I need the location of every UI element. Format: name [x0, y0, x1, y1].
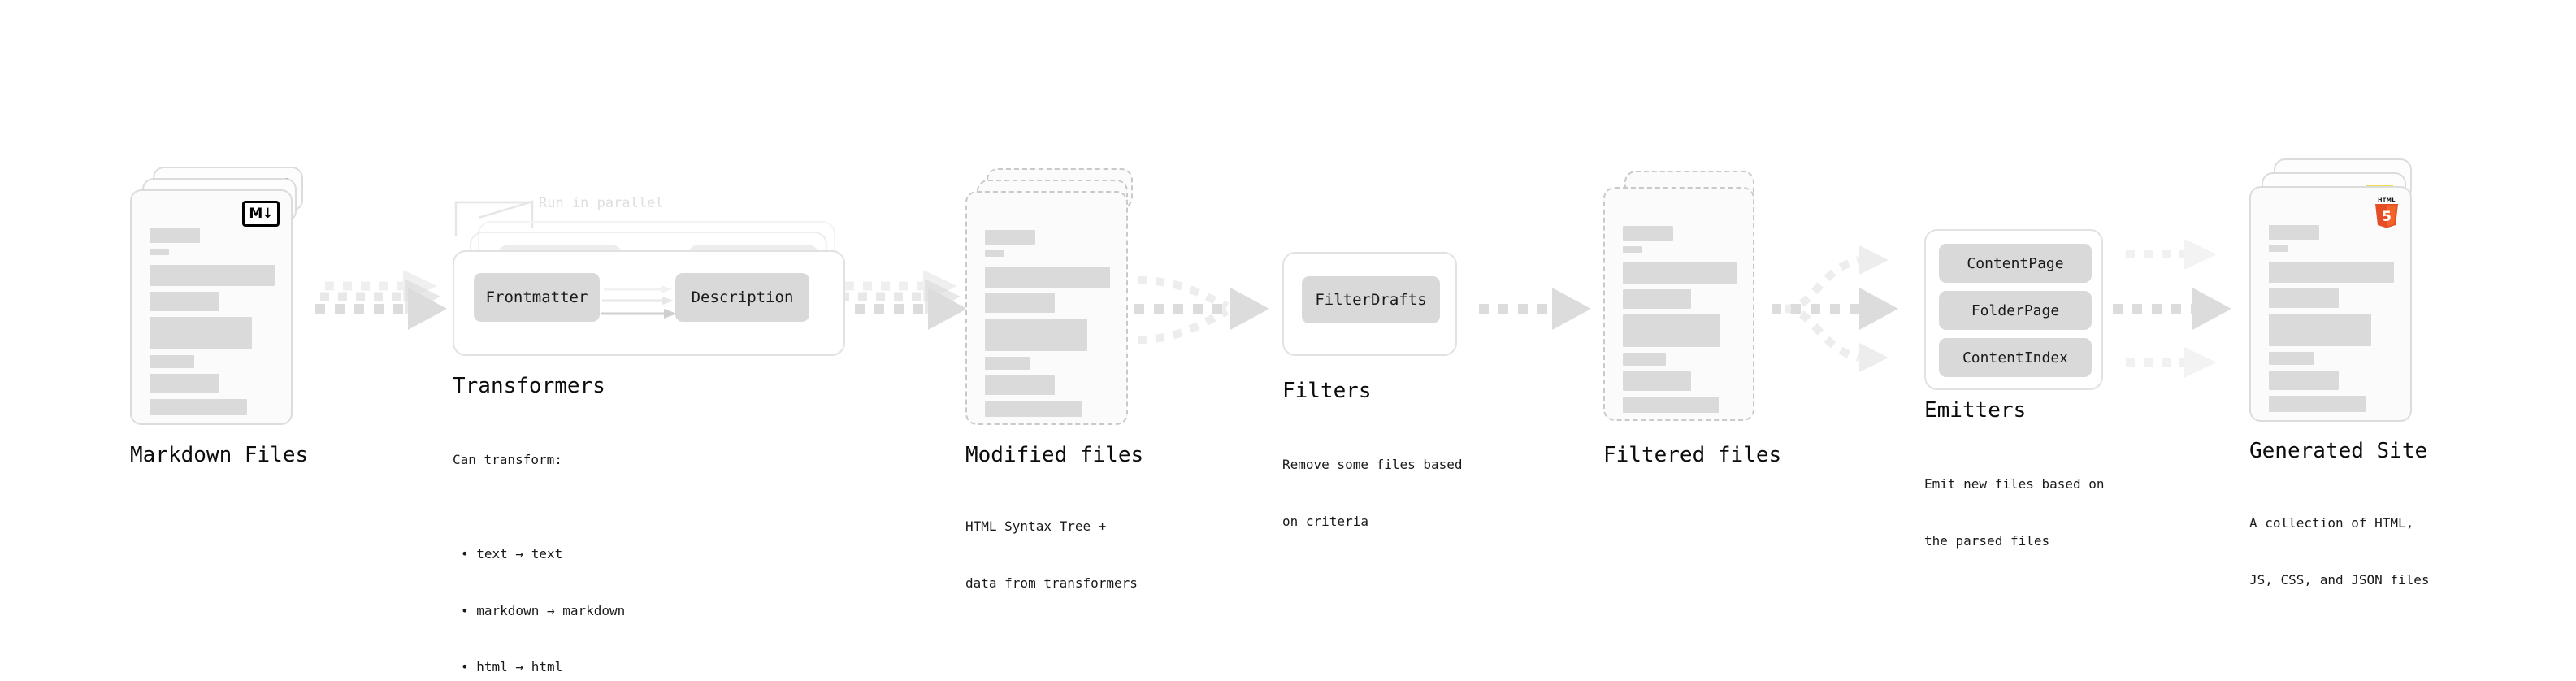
arrow-modified-to-filters — [1134, 276, 1269, 344]
markdown-files-stack: M↓ M↓ M↓ — [130, 167, 317, 427]
filters-caption: Remove some files based on criteria — [1282, 418, 1463, 569]
transformers-bullet-2: html → html — [461, 657, 625, 676]
filtered-files-title: Filtered files — [1603, 443, 1782, 467]
filters-group: FilterDrafts — [1282, 252, 1457, 356]
emitters-title: Emitters — [1924, 398, 2027, 423]
emitters-caption: Emit new files based on the parsed files — [1924, 437, 2105, 588]
filters-title: Filters — [1282, 379, 1372, 403]
emitter-pill-contentindex[interactable]: ContentIndex — [1939, 338, 2092, 377]
filtered-sheet-front — [1603, 187, 1754, 421]
filters-caption-line-0: Remove some files based — [1282, 457, 1463, 473]
html5-shield-icon: HTML 5 — [2375, 197, 2398, 228]
arrow-transformers-to-modified — [835, 270, 967, 330]
generated-caption-line-0: A collection of HTML, — [2249, 515, 2414, 531]
transformers-group-front: Frontmatter Description — [453, 250, 845, 356]
run-in-parallel-label: Run in parallel — [539, 195, 664, 211]
transformers-caption: Can transform: text → text markdown → ma… — [453, 413, 625, 681]
arrow-emitters-to-site — [2113, 239, 2231, 378]
modified-files-stack — [965, 167, 1152, 427]
modified-sheet-front — [965, 191, 1128, 425]
transformer-pill-frontmatter[interactable]: Frontmatter — [474, 273, 600, 322]
modified-caption-line-1: data from transformers — [965, 575, 1138, 591]
transformer-inner-arrows — [601, 285, 677, 319]
emitter-pill-folderpage[interactable]: FolderPage — [1939, 291, 2092, 330]
markdown-icon: M↓ — [242, 201, 280, 227]
emitters-group: ContentPage FolderPage ContentIndex — [1924, 229, 2103, 390]
filtered-content-lines — [1623, 226, 1737, 419]
markdown-sheet-front: M↓ — [130, 189, 293, 425]
markdown-files-title: Markdown Files — [130, 443, 309, 467]
filtered-files-stack — [1603, 171, 1790, 431]
transformers-bullet-1: markdown → markdown — [461, 601, 625, 620]
filters-caption-line-1: on criteria — [1282, 513, 1368, 529]
modified-files-title: Modified files — [965, 443, 1144, 467]
arrow-filtered-to-emitters — [1772, 245, 1898, 372]
generated-sheet-html: HTML 5 — [2249, 186, 2412, 422]
arrow-markdown-to-transformers — [315, 270, 447, 330]
generated-site-stack: CSS HTML 5 — [2249, 158, 2444, 427]
markdown-content-lines — [150, 228, 275, 421]
emitters-caption-line-0: Emit new files based on — [1924, 476, 2105, 492]
transformers-bullet-0: text → text — [461, 544, 625, 563]
svg-text:HTML: HTML — [2378, 197, 2396, 203]
emitters-caption-line-1: the parsed files — [1924, 532, 2050, 549]
generated-site-title: Generated Site — [2249, 439, 2428, 463]
modified-files-caption: HTML Syntax Tree + data from transformer… — [965, 479, 1138, 631]
modified-caption-line-0: HTML Syntax Tree + — [965, 518, 1107, 535]
emitter-pill-contentpage[interactable]: ContentPage — [1939, 244, 2092, 283]
filter-pill-filterdrafts[interactable]: FilterDrafts — [1302, 276, 1440, 323]
modified-content-lines — [985, 230, 1110, 423]
generated-caption-line-1: JS, CSS, and JSON files — [2249, 571, 2430, 588]
transformers-caption-head: Can transform: — [453, 452, 562, 468]
transformers-title: Transformers — [453, 374, 605, 398]
html5-icon: HTML 5 — [2373, 196, 2400, 232]
generated-content-lines — [2269, 225, 2394, 418]
transformer-pill-description[interactable]: Description — [675, 273, 809, 322]
run-in-parallel-bracket — [454, 200, 534, 236]
transformers-caption-bullets: text → text markdown → markdown html → h… — [453, 507, 625, 681]
generated-site-caption: A collection of HTML, JS, CSS, and JSON … — [2249, 476, 2430, 627]
svg-text:5: 5 — [2382, 209, 2392, 225]
arrow-filters-to-filtered — [1479, 288, 1591, 330]
